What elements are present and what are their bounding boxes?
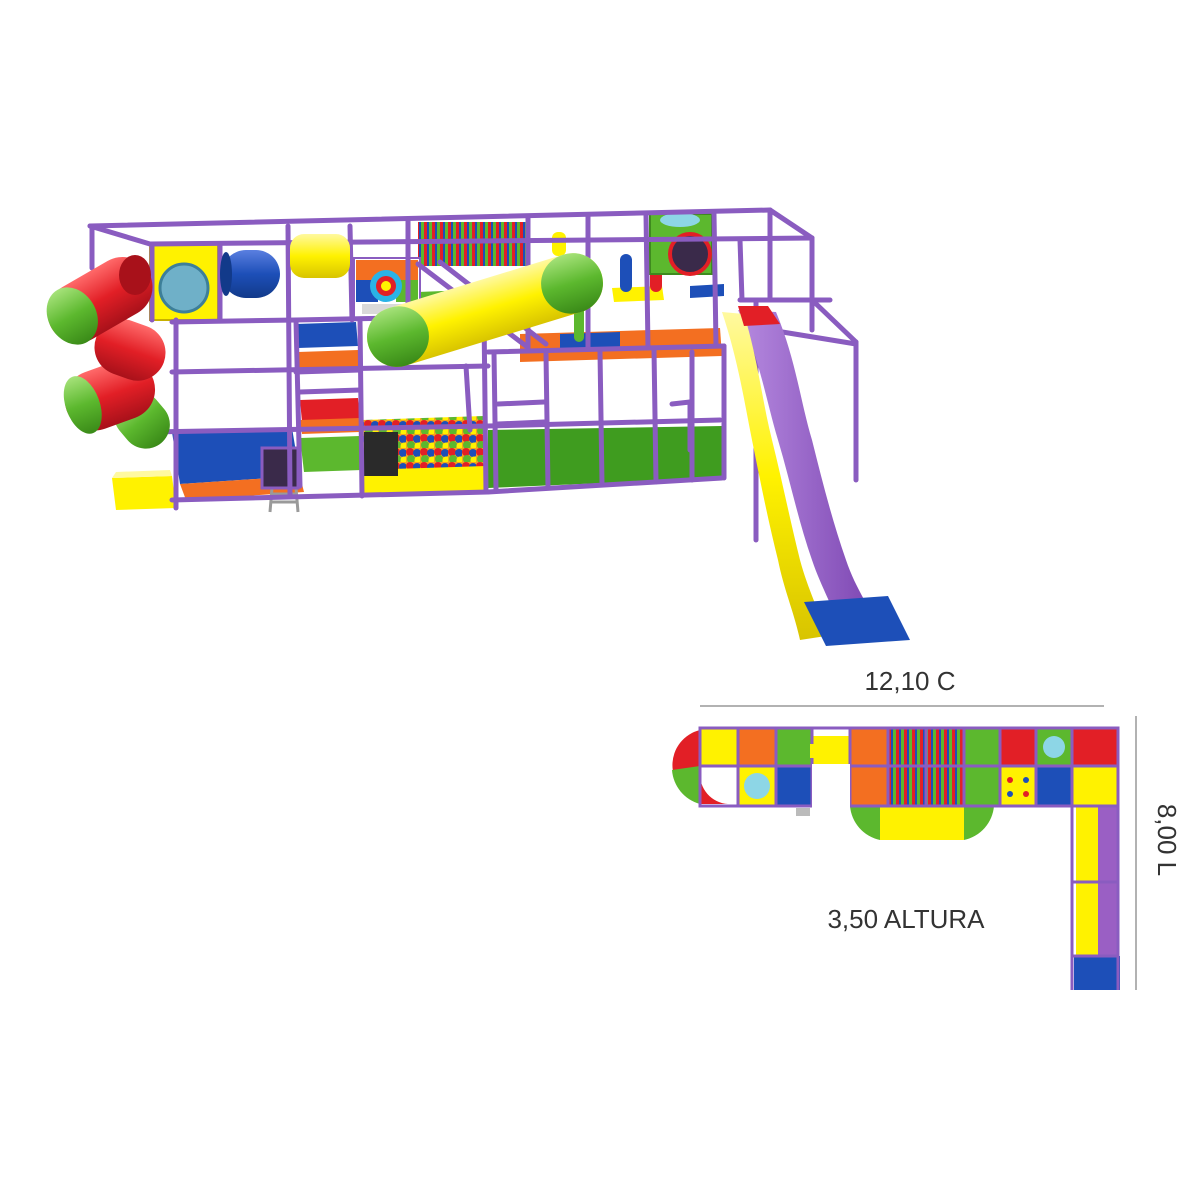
wave-slide [722,306,910,646]
roof-tube-blue [220,250,280,298]
tunnel-tube-diagonal [367,253,603,367]
length-label: 12,10 C [864,666,955,696]
dimension-annotations: 12,10 C 8,00 L 3,50 ALTURA [700,666,1182,990]
entry-ladder [260,446,300,513]
play-structure [46,207,910,646]
roof-tube-yellow [290,234,350,278]
ball-pit [362,416,488,496]
plan-slide-yellow [1076,806,1098,882]
yellow-step-block [112,476,176,510]
floor-green-small [300,436,362,472]
ball-pit-net-panel [364,432,398,476]
spiral-tube-slide [46,255,170,449]
upper-platforms [296,284,724,434]
plan-tunnel-left-end [850,806,880,840]
plan-tunnel [880,806,964,840]
plan-slide-landing [1074,956,1120,990]
cube-window-right [649,213,713,276]
cube-window-left [149,243,219,321]
climbing-net-wall [418,222,526,266]
height-label: 3,50 ALTURA [827,904,985,934]
plan-tunnel-right-end [964,806,994,840]
width-label: 8,00 L [1152,804,1182,876]
slide-purple-rail [738,310,880,640]
slide-landing-mat [804,596,910,646]
floor-plan [672,726,1120,990]
slide-yellow-bed [722,312,826,640]
